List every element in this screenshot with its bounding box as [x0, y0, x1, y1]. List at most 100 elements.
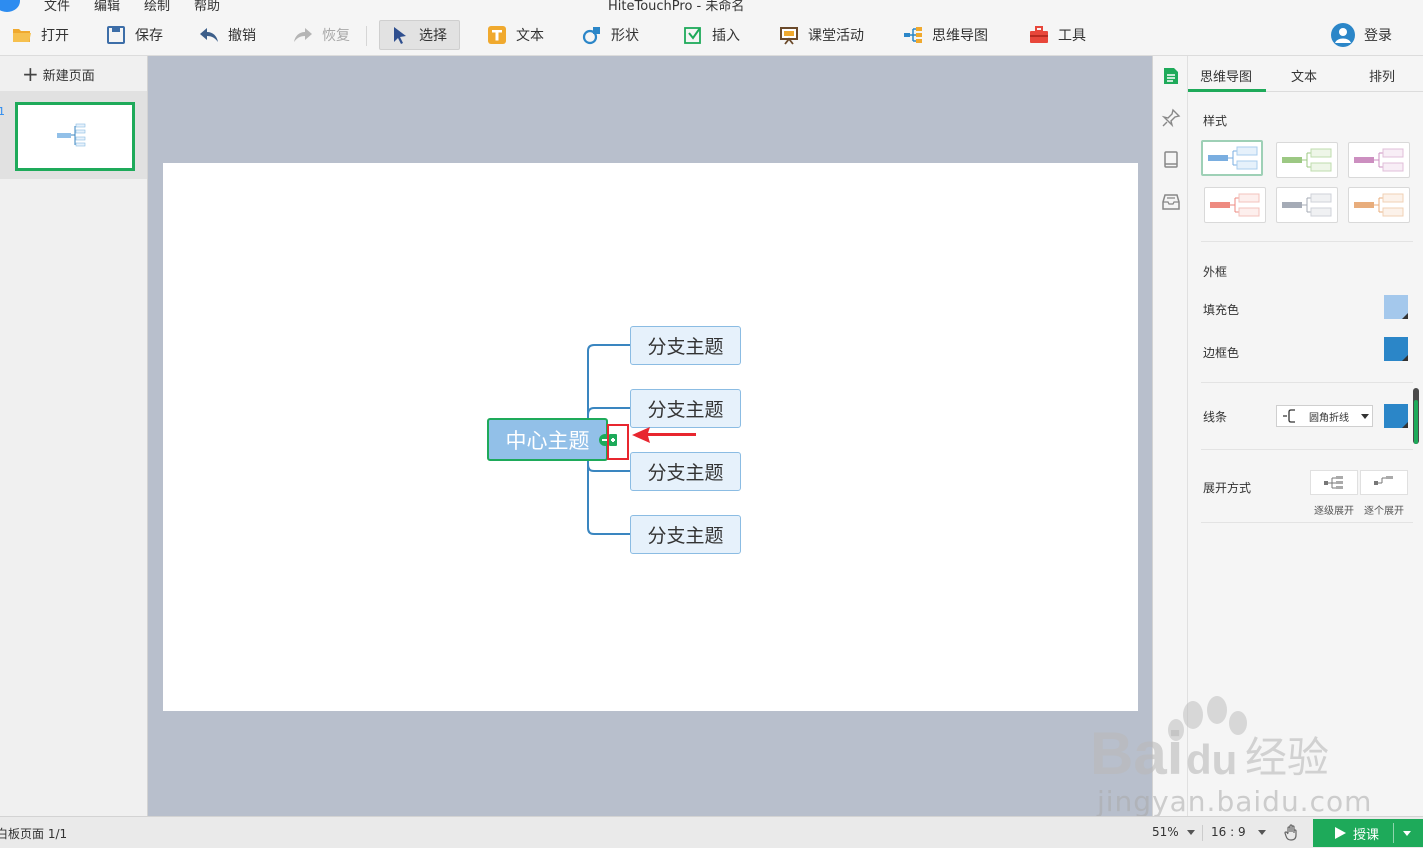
teach-button[interactable]: 授课	[1313, 819, 1423, 847]
fill-color-swatch[interactable]	[1384, 295, 1408, 319]
expand-each-button[interactable]	[1360, 470, 1408, 495]
save-button[interactable]: 保存	[106, 20, 163, 50]
chevron-down-icon	[1361, 413, 1369, 419]
style-preset-orange[interactable]	[1348, 187, 1410, 223]
style-preset-gray[interactable]	[1276, 187, 1338, 223]
redo-label: 恢复	[322, 28, 350, 44]
red-arrow-annotation-icon	[632, 427, 696, 443]
chevron-down-icon	[1257, 830, 1266, 835]
shape-button[interactable]: 形状	[582, 20, 639, 50]
tab-arrange[interactable]: 排列	[1369, 70, 1396, 85]
thumbnail-mindmap-icon	[57, 123, 86, 147]
tab-text[interactable]: 文本	[1291, 70, 1318, 85]
side-tab-archive[interactable]	[1160, 191, 1182, 213]
branch-topic-node-1[interactable]: 分支主题	[630, 326, 741, 365]
mindmap-label: 思维导图	[932, 28, 988, 44]
border-color-swatch[interactable]	[1384, 337, 1408, 361]
archive-box-icon	[1162, 194, 1180, 210]
text-t-icon	[487, 25, 507, 45]
hand-gesture-icon[interactable]	[1283, 824, 1301, 842]
floppy-disk-icon	[106, 25, 126, 45]
mindmap-icon	[903, 25, 923, 45]
side-tab-properties[interactable]	[1160, 65, 1182, 87]
expand-level-button[interactable]	[1310, 470, 1358, 495]
menu-file[interactable]: 文件	[44, 0, 71, 14]
style-preview-icon	[1282, 193, 1332, 217]
class-activity-button[interactable]: 课堂活动	[779, 20, 864, 50]
style-preset-green[interactable]	[1276, 142, 1338, 178]
status-divider	[1202, 825, 1203, 841]
style-preview-icon	[1354, 193, 1404, 217]
expand-level-icon	[1324, 475, 1343, 489]
menu-edit[interactable]: 编辑	[94, 0, 121, 14]
whiteboard-page[interactable]	[163, 163, 1138, 711]
tab-mindmap[interactable]: 思维导图	[1200, 70, 1253, 85]
border-color-label: 边框色	[1203, 346, 1240, 360]
page-thumbnail[interactable]	[15, 102, 135, 171]
aspect-ratio-value: 16 : 9	[1211, 825, 1246, 839]
center-topic-node[interactable]: 中心主题	[487, 418, 608, 461]
line-type-select[interactable]: 圆角折线	[1276, 405, 1373, 427]
tools-label: 工具	[1058, 28, 1086, 44]
page-thumbnail-row[interactable]: 1	[0, 91, 147, 179]
line-type-value: 圆角折线	[1309, 412, 1349, 424]
watermark-url: jingyan.baidu.com	[1097, 785, 1373, 818]
insert-button[interactable]: 插入	[683, 20, 740, 50]
cursor-arrow-icon	[390, 25, 410, 45]
style-preview-icon	[1354, 148, 1404, 172]
text-label: 文本	[516, 28, 544, 44]
select-button[interactable]: 选择	[379, 20, 460, 50]
open-label: 打开	[41, 28, 69, 44]
tools-button[interactable]: 工具	[1029, 20, 1086, 50]
line-color-swatch[interactable]	[1384, 404, 1408, 428]
mindmap-button[interactable]: 思维导图	[903, 20, 988, 50]
aspect-ratio-select[interactable]: 16 : 9	[1211, 825, 1266, 839]
style-preset-purple[interactable]	[1348, 142, 1410, 178]
style-preset-red[interactable]	[1204, 187, 1266, 223]
panel-scrollbar[interactable]	[1413, 388, 1419, 444]
folder-icon	[12, 25, 32, 45]
style-preview-icon	[1210, 193, 1260, 217]
style-preset-blue[interactable]	[1201, 140, 1263, 176]
text-button[interactable]: 文本	[487, 20, 544, 50]
menu-draw[interactable]: 绘制	[144, 0, 171, 14]
zoom-value: 51%	[1152, 825, 1179, 839]
toolbar-divider	[366, 26, 367, 46]
dropdown-corner-icon	[1402, 422, 1408, 428]
active-tab-indicator	[1188, 89, 1266, 92]
style-section-label: 样式	[1203, 114, 1228, 128]
redo-button[interactable]: 恢复	[293, 20, 350, 50]
redo-arrow-icon	[293, 25, 313, 45]
menu-help[interactable]: 帮助	[194, 0, 221, 14]
open-button[interactable]: 打开	[12, 20, 69, 50]
teach-options-chevron-icon[interactable]	[1403, 831, 1411, 836]
toolbox-icon	[1029, 25, 1049, 45]
undo-label: 撤销	[228, 28, 256, 44]
section-divider	[1201, 382, 1413, 383]
side-tab-pin[interactable]	[1160, 107, 1182, 129]
section-divider	[1201, 449, 1413, 450]
select-label: 选择	[419, 28, 447, 44]
branch-topic-node-3[interactable]: 分支主题	[630, 452, 741, 491]
plus-icon: +	[22, 62, 39, 86]
properties-tabs: 思维导图 文本 排列	[1188, 56, 1423, 92]
undo-button[interactable]: 撤销	[199, 20, 256, 50]
expand-each-label: 逐个展开	[1364, 506, 1404, 517]
new-page-button[interactable]: + 新建页面	[22, 64, 95, 84]
class-activity-label: 课堂活动	[808, 28, 864, 44]
branch-topic-node-2[interactable]: 分支主题	[630, 389, 741, 428]
document-icon	[1164, 68, 1178, 84]
login-label: 登录	[1364, 28, 1392, 44]
user-avatar-icon	[1331, 23, 1355, 47]
zoom-select[interactable]: 51%	[1152, 825, 1195, 839]
login-button[interactable]: 登录	[1331, 20, 1392, 50]
shapes-icon	[582, 25, 602, 45]
play-icon	[1335, 827, 1346, 839]
expand-mode-label: 展开方式	[1203, 481, 1252, 495]
scrollbar-thumb[interactable]	[1414, 400, 1418, 444]
branch-topic-node-4[interactable]: 分支主题	[630, 515, 741, 554]
window-title: HiteTouchPro - 未命名	[608, 0, 745, 14]
side-tab-book[interactable]	[1160, 149, 1182, 171]
page-number: 1	[0, 105, 5, 118]
